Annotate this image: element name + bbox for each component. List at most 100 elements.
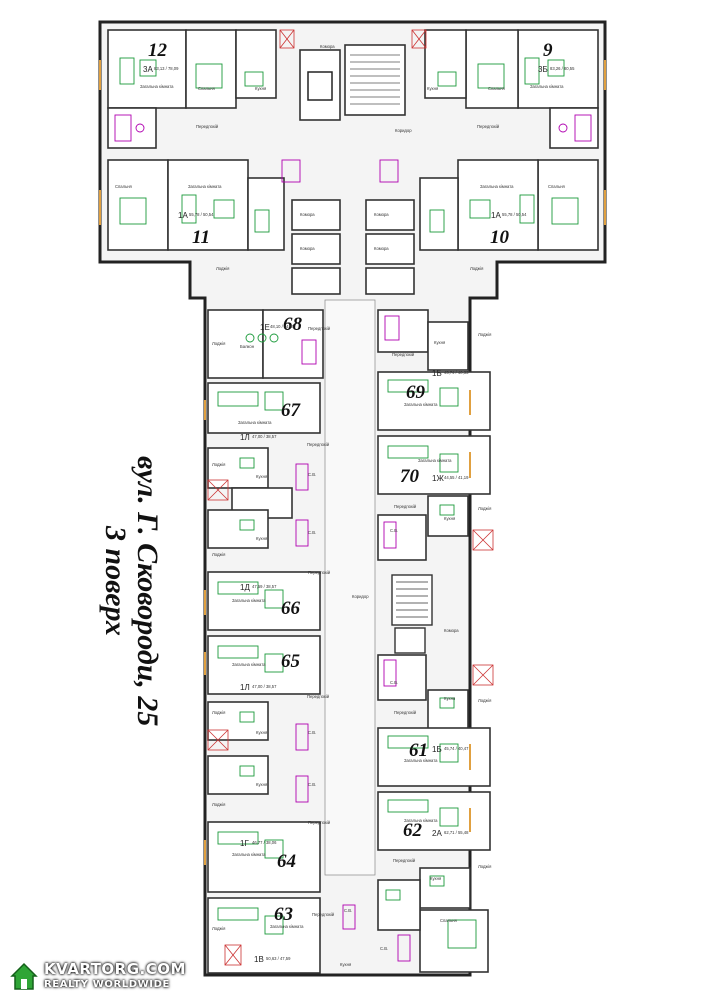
apt-type: 3А xyxy=(143,65,153,74)
room-label: С.В. xyxy=(308,530,316,535)
apt-number: 67 xyxy=(281,400,302,421)
ventilation-shafts xyxy=(207,29,494,966)
room-label: Коридор xyxy=(352,594,369,599)
room-label: Кухня xyxy=(256,730,267,735)
apt-number: 65 xyxy=(281,651,301,672)
room-label: Лоджія xyxy=(478,506,491,511)
room-label: С.В. xyxy=(390,528,398,533)
top-wing xyxy=(107,29,599,295)
room-label: Кухня xyxy=(434,340,445,345)
room-label: Загальна кімната xyxy=(232,852,266,857)
apt-type: 1Л xyxy=(240,683,250,692)
room-label: Передпокій xyxy=(308,570,331,575)
room-label: Лоджія xyxy=(212,341,225,346)
apt-area: 46,77 / 38,06 xyxy=(252,840,277,845)
apt-area: 45,74 / 40,33 xyxy=(444,370,469,375)
room-label: Комора xyxy=(444,628,459,633)
room-label: С.В. xyxy=(380,946,388,951)
apt-number: 61 xyxy=(409,740,428,761)
apt-type: 1А xyxy=(178,211,188,220)
apt-number: 68 xyxy=(283,314,303,335)
apartment-numbers: 12 9 11 10 68 69 67 70 66 65 61 62 64 63 xyxy=(148,40,553,925)
room-label: Загальна кімната xyxy=(232,662,266,667)
watermark: KVARTORG.COM REALTY WORLDWIDE xyxy=(6,958,196,996)
room-label: Спальня xyxy=(198,86,215,91)
apt-type: 1В xyxy=(254,955,264,964)
street-title-line2: 3 поверх xyxy=(99,525,132,636)
room-label: С.В. xyxy=(308,730,316,735)
room-label: Комора xyxy=(300,246,315,251)
room-label: Кухня xyxy=(427,86,438,91)
room-label: С.В. xyxy=(390,680,398,685)
apt-number: 69 xyxy=(406,382,426,403)
room-label: Лоджія xyxy=(212,710,225,715)
apt-number: 12 xyxy=(148,40,168,61)
room-label: Передпокій xyxy=(392,352,415,357)
apt-number: 11 xyxy=(192,227,210,248)
watermark-brand: KVARTORG.COM xyxy=(44,960,186,978)
room-label: Загальна кімната xyxy=(404,818,438,823)
apt-type: 1Д xyxy=(240,583,250,592)
room-label: Комора xyxy=(320,44,335,49)
apt-number: 64 xyxy=(277,851,296,872)
room-label: Кухня xyxy=(256,536,267,541)
room-label: Кухня xyxy=(255,86,266,91)
room-label: Лоджія xyxy=(478,698,491,703)
room-label: Загальна кімната xyxy=(270,924,304,929)
room-label: Кухня xyxy=(430,876,441,881)
room-label: С.В. xyxy=(344,908,352,913)
corridor xyxy=(324,299,376,876)
apt-type: 1Ж xyxy=(432,474,444,483)
room-label: Загальна кімната xyxy=(530,84,564,89)
apt-type: 1Б xyxy=(432,745,442,754)
room-label: Загальна кімната xyxy=(140,84,174,89)
house-logo-icon xyxy=(10,962,38,990)
apt-number: 70 xyxy=(400,466,420,487)
room-label: Коридор xyxy=(395,128,412,133)
room-label: Передпокій xyxy=(393,858,416,863)
apt-type: 3Б xyxy=(538,65,548,74)
stairs-middle xyxy=(391,574,433,654)
left-column xyxy=(207,309,324,974)
room-label: Лоджія xyxy=(212,926,225,931)
room-label: Лоджія xyxy=(212,462,225,467)
street-title: вул. Г. Сковороди, 25 3 поверх xyxy=(99,456,164,726)
apt-number: 62 xyxy=(403,820,423,841)
street-title-line1: вул. Г. Сковороди, 25 xyxy=(131,456,164,726)
apt-area: 47,00 / 38,57 xyxy=(252,684,277,689)
right-column xyxy=(377,309,491,973)
apt-type: 2А xyxy=(432,829,442,838)
room-label: Загальна кімната xyxy=(480,184,514,189)
apt-area: 55,78 / 50,54 xyxy=(189,212,214,217)
apt-type: 1Б xyxy=(432,369,442,378)
apt-type: 1Л xyxy=(240,433,250,442)
bathroom-fixtures xyxy=(114,114,592,962)
room-label: Кухня xyxy=(340,962,351,967)
room-label: Кухня xyxy=(444,696,455,701)
apt-area: 48,10 / 44,65 xyxy=(270,324,295,329)
stairs-top xyxy=(307,54,400,105)
apt-number: 63 xyxy=(274,904,293,925)
room-label: Передпокій xyxy=(308,820,331,825)
apartment-areas: 83,13 / 78,09 83,26 / 80,55 55,78 / 50,5… xyxy=(154,66,575,961)
apt-area: 83,13 / 78,09 xyxy=(154,66,179,71)
room-label: Спальня xyxy=(440,918,457,923)
room-label: Загальна кімната xyxy=(418,458,452,463)
apt-number: 66 xyxy=(281,598,301,619)
apt-area: 83,26 / 80,55 xyxy=(550,66,575,71)
room-label: Комора xyxy=(300,212,315,217)
room-label: Лоджія xyxy=(478,332,491,337)
apt-type: 1Е xyxy=(260,323,270,332)
room-label: Передпокій xyxy=(312,912,335,917)
apartment-types: 3А 3Б 1А 1А 1Е 1Б 1Л 1Ж 1Д 1Л 1Б 2А 1Г 1… xyxy=(143,65,548,964)
room-labels: Загальна кімната Спальня Кухня Передпокі… xyxy=(115,44,565,967)
room-label: Передпокій xyxy=(307,442,330,447)
room-label: Передпокій xyxy=(394,504,417,509)
windows xyxy=(99,60,606,865)
watermark-tagline: REALTY WORLDWIDE xyxy=(44,979,170,990)
room-label: Загальна кімната xyxy=(404,758,438,763)
apt-area: 47,59 / 38,57 xyxy=(252,584,277,589)
room-label: Спальня xyxy=(115,184,132,189)
apt-area: 55,78 / 50,54 xyxy=(502,212,527,217)
